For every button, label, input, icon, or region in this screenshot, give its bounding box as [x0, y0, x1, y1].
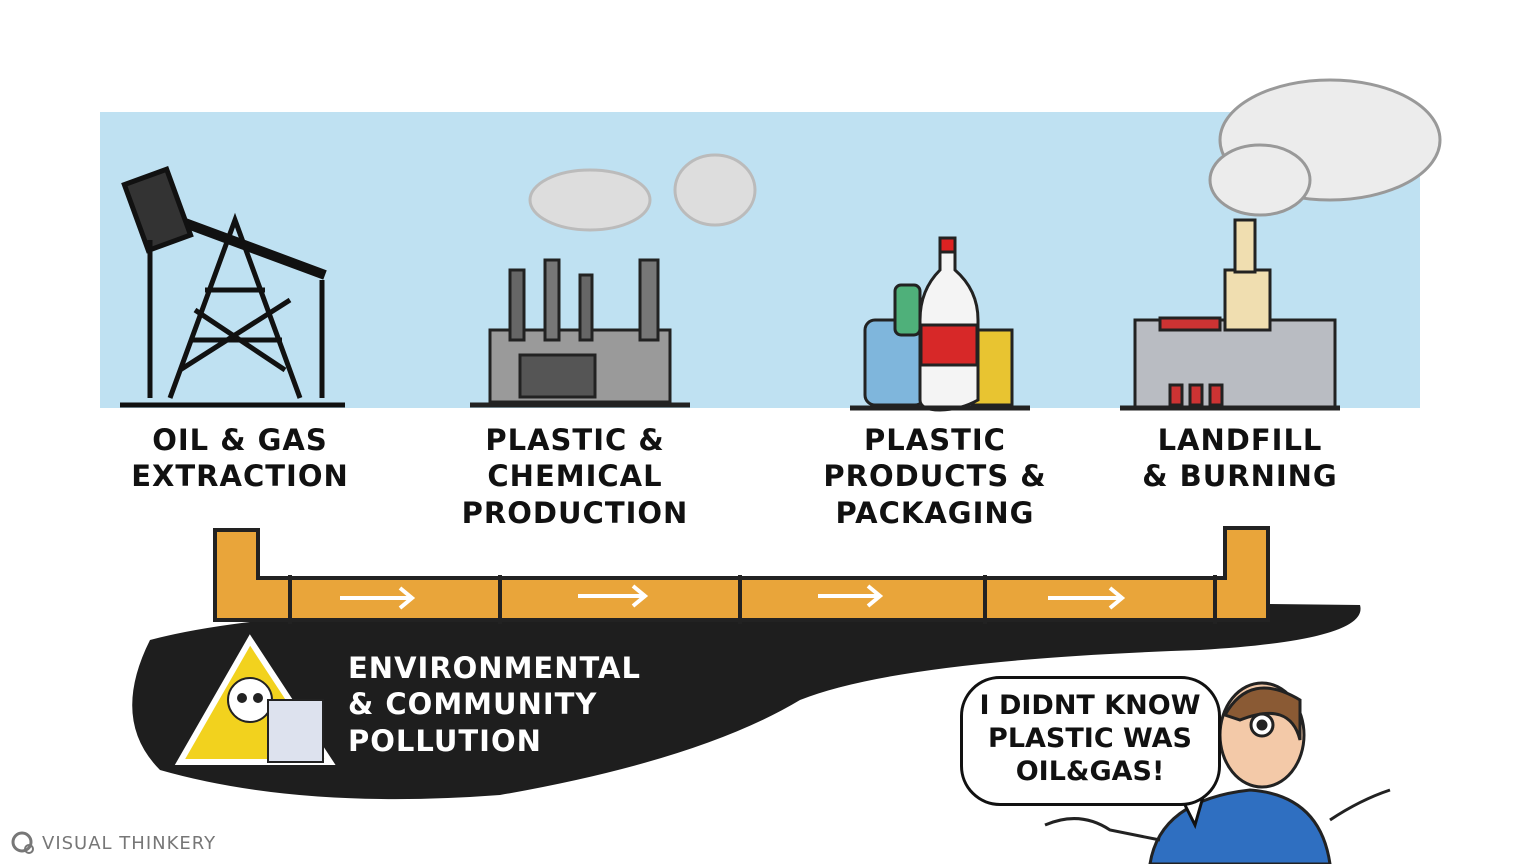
speech-bubble-text: I DIDNT KNOW PLASTIC WAS OIL&GAS! — [979, 690, 1201, 787]
speech-bubble — [960, 676, 1221, 806]
stage-label-packaging: PLASTIC PRODUCTS & PACKAGING — [823, 423, 1047, 530]
stage-label-production: PLASTIC & CHEMICAL PRODUCTION — [461, 423, 689, 530]
logo-text: VISUAL THINKERY — [42, 832, 217, 854]
stage-label-landfill: LANDFILL & BURNING — [1142, 423, 1338, 494]
pollution-pool — [132, 603, 1361, 800]
flow-arrow-icons — [340, 584, 1126, 610]
logo-icon — [11, 831, 34, 854]
logo: VISUAL THINKERY — [10, 830, 216, 856]
pipeline — [213, 526, 1270, 624]
pollution-label: ENVIRONMENTAL & COMMUNITY POLLUTION — [348, 651, 641, 758]
incinerator-icon — [1120, 78, 1442, 411]
stage-label-extraction: OIL & GAS EXTRACTION — [131, 423, 349, 494]
hazard-skull-icon — [174, 634, 336, 765]
plastic-products-icon — [850, 236, 1030, 412]
oil-pump-icon — [120, 166, 345, 408]
factory-icon — [470, 153, 757, 408]
